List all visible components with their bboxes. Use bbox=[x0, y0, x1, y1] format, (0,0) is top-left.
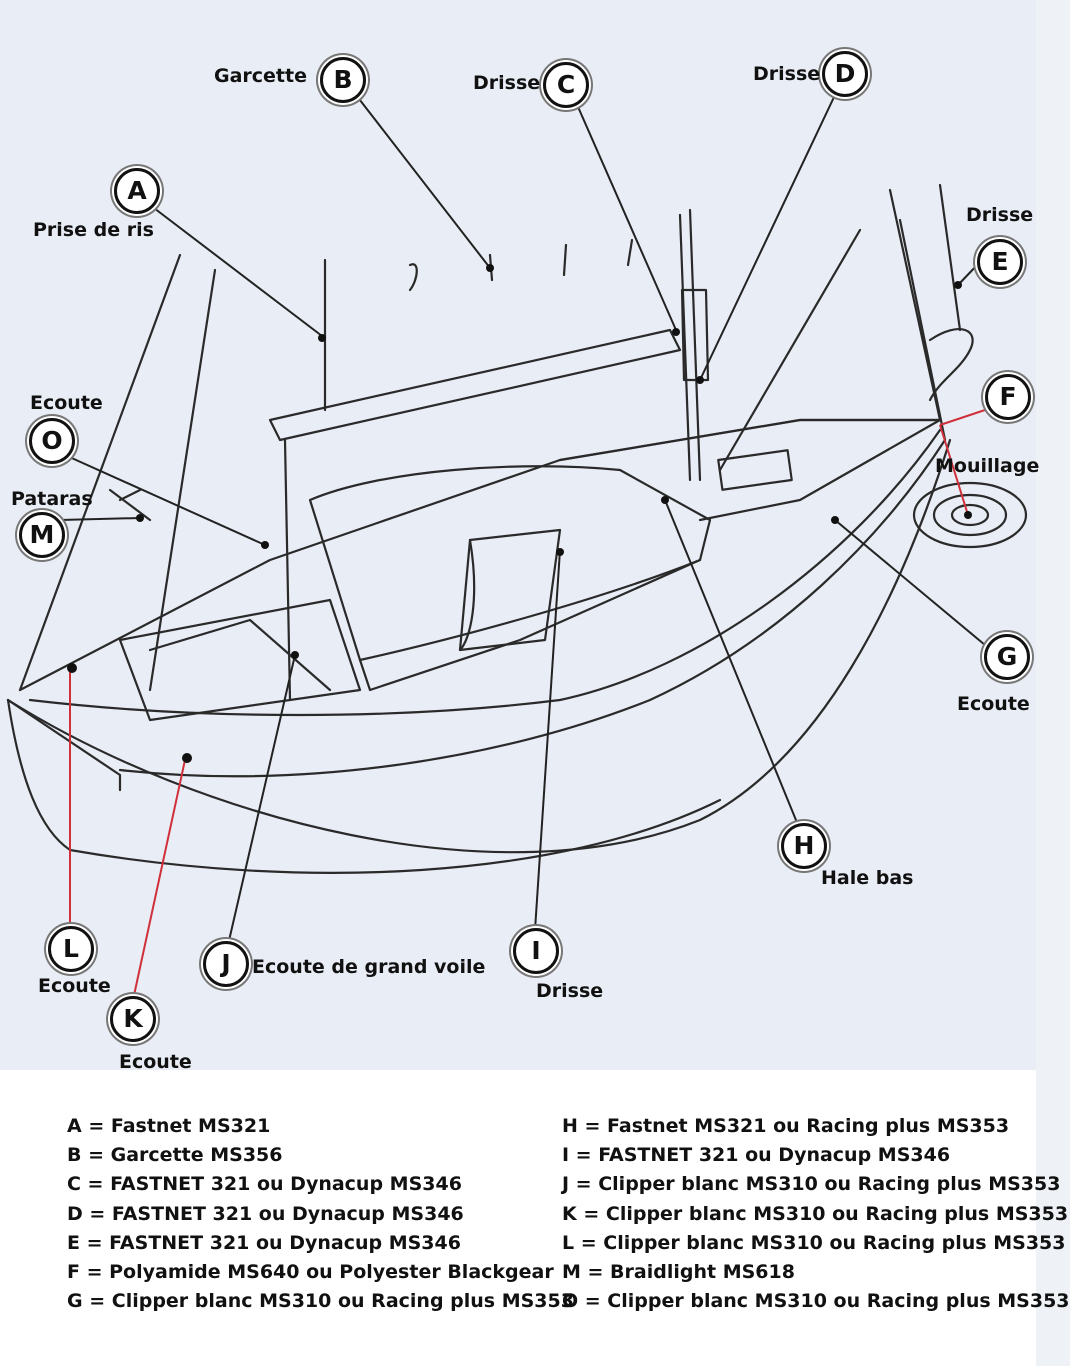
mooring-ripple-2 bbox=[932, 493, 1008, 537]
legend-column-right: H = Fastnet MS321 ou Racing plus MS353 I… bbox=[562, 1112, 1070, 1316]
leader-J bbox=[227, 654, 296, 946]
mast-2 bbox=[688, 208, 702, 482]
callout-label-G: Ecoute bbox=[957, 693, 1030, 715]
attachment-points bbox=[67, 264, 972, 763]
callout-badge-M: M bbox=[19, 512, 65, 558]
callout-badge-K: K bbox=[110, 996, 156, 1042]
forestay-2 bbox=[898, 218, 947, 442]
mast bbox=[678, 213, 692, 482]
legend-item: I = FASTNET 321 ou Dynacup MS346 bbox=[562, 1144, 951, 1167]
hull-bottom bbox=[6, 698, 722, 874]
callout-badge-H: H bbox=[781, 823, 827, 869]
callout-label-L: Ecoute bbox=[38, 975, 111, 997]
hatch-arch bbox=[458, 538, 476, 652]
leader-O bbox=[64, 454, 266, 546]
forestay bbox=[888, 188, 942, 422]
boat-rigging-diagram: A Prise de ris B Garcette C Drisse D Dri… bbox=[6, 51, 1040, 1073]
callout-label-B: Garcette bbox=[214, 65, 307, 87]
callout-badge-E: E bbox=[977, 239, 1023, 285]
boat-drawing bbox=[6, 94, 1028, 1001]
gunwale bbox=[18, 418, 942, 692]
callout-label-A: Prise de ris bbox=[33, 219, 154, 241]
transom bbox=[6, 698, 122, 792]
legend-item: M = Braidlight MS618 bbox=[562, 1260, 795, 1283]
mooring-ripple-1 bbox=[950, 503, 990, 527]
callout-label-H: Hale bas bbox=[821, 867, 914, 889]
hook-4 bbox=[626, 238, 634, 267]
highlight-lines bbox=[69, 409, 986, 1001]
callout-label-D: Drisse bbox=[753, 63, 821, 85]
callout-badge-O: O bbox=[29, 418, 75, 464]
callout-label-M: Pataras bbox=[11, 488, 93, 510]
cockpit-floor bbox=[118, 598, 362, 722]
legend-item: B = Garcette MS356 bbox=[67, 1144, 283, 1167]
mast-head bbox=[680, 288, 710, 382]
leader-K bbox=[132, 759, 186, 1001]
leader-M bbox=[59, 517, 141, 521]
boom-post bbox=[283, 438, 292, 702]
callout-label-O: Ecoute bbox=[30, 392, 103, 414]
leader-lines bbox=[59, 94, 986, 946]
legend-item: O = Clipper blanc MS310 ou Racing plus M… bbox=[562, 1290, 1070, 1313]
callout-label-J: Ecoute de grand voile bbox=[252, 956, 486, 978]
callout-badge-C: C bbox=[543, 62, 589, 108]
callout-badge-I: I bbox=[513, 928, 559, 974]
legend-item: E = FASTNET 321 ou Dynacup MS346 bbox=[67, 1231, 461, 1254]
leader-F-mooring bbox=[939, 424, 969, 516]
boom bbox=[268, 328, 682, 442]
backstay bbox=[18, 253, 182, 692]
topping-lift bbox=[718, 228, 862, 472]
legend-column-left: A = Fastnet MS321 B = Garcette MS356 C =… bbox=[67, 1112, 574, 1316]
leader-G bbox=[834, 519, 986, 646]
callout-badge-A: A bbox=[114, 168, 160, 214]
legend-item: L = Clipper blanc MS310 ou Racing plus M… bbox=[562, 1231, 1066, 1254]
hook-3 bbox=[562, 243, 568, 277]
callout-badge-D: D bbox=[822, 51, 868, 97]
pulpit bbox=[928, 328, 974, 402]
cabin-side bbox=[358, 558, 702, 692]
legend-item: G = Clipper blanc MS310 ou Racing plus M… bbox=[67, 1290, 574, 1313]
leader-I bbox=[534, 549, 561, 931]
legend-item: J = Clipper blanc MS310 ou Racing plus M… bbox=[562, 1173, 1061, 1196]
hook-1 bbox=[408, 263, 418, 292]
cabin-roof bbox=[308, 465, 712, 662]
leader-E bbox=[957, 261, 981, 286]
callout-label-E: Drisse bbox=[966, 204, 1034, 226]
hatch-frame bbox=[458, 528, 562, 652]
callout-badge-L: L bbox=[48, 926, 94, 972]
callout-label-K: Ecoute bbox=[119, 1051, 192, 1073]
callout-label-F: Mouillage bbox=[935, 455, 1040, 477]
foredeck-hatch bbox=[717, 449, 793, 491]
backstay-2 bbox=[148, 268, 217, 692]
leader-C bbox=[574, 99, 677, 331]
legend-item: D = FASTNET 321 ou Dynacup MS346 bbox=[67, 1202, 464, 1225]
cockpit-bench bbox=[148, 618, 332, 692]
deck-edge bbox=[118, 438, 947, 778]
legend-item: A = Fastnet MS321 bbox=[67, 1115, 271, 1137]
legend-item: F = Polyamide MS640 ou Polyester Blackge… bbox=[67, 1260, 554, 1283]
callout-label-C: Drisse bbox=[473, 72, 541, 94]
leader-B bbox=[355, 94, 491, 269]
callout-badge-G: G bbox=[984, 634, 1030, 680]
legend-item: C = FASTNET 321 ou Dynacup MS346 bbox=[67, 1173, 462, 1196]
callout-badge-J: J bbox=[203, 941, 249, 987]
leader-D bbox=[699, 94, 836, 381]
callout-badge-F: F bbox=[985, 374, 1031, 420]
callout-label-I: Drisse bbox=[536, 980, 604, 1002]
rope-legend: A = Fastnet MS321 B = Garcette MS356 C =… bbox=[0, 1070, 1070, 1366]
hull-outline bbox=[6, 438, 952, 854]
boarding-ladder bbox=[108, 488, 152, 522]
legend-item: K = Clipper blanc MS310 ou Racing plus M… bbox=[562, 1202, 1069, 1225]
mooring-ripple-3 bbox=[912, 481, 1028, 549]
leader-H bbox=[664, 499, 799, 826]
legend-item: H = Fastnet MS321 ou Racing plus MS353 bbox=[562, 1115, 1010, 1137]
jib-stay bbox=[938, 183, 962, 332]
gunwale-inner bbox=[28, 428, 942, 717]
leader-F bbox=[939, 409, 986, 426]
leader-A bbox=[149, 204, 323, 337]
callout-badge-B: B bbox=[320, 57, 366, 103]
